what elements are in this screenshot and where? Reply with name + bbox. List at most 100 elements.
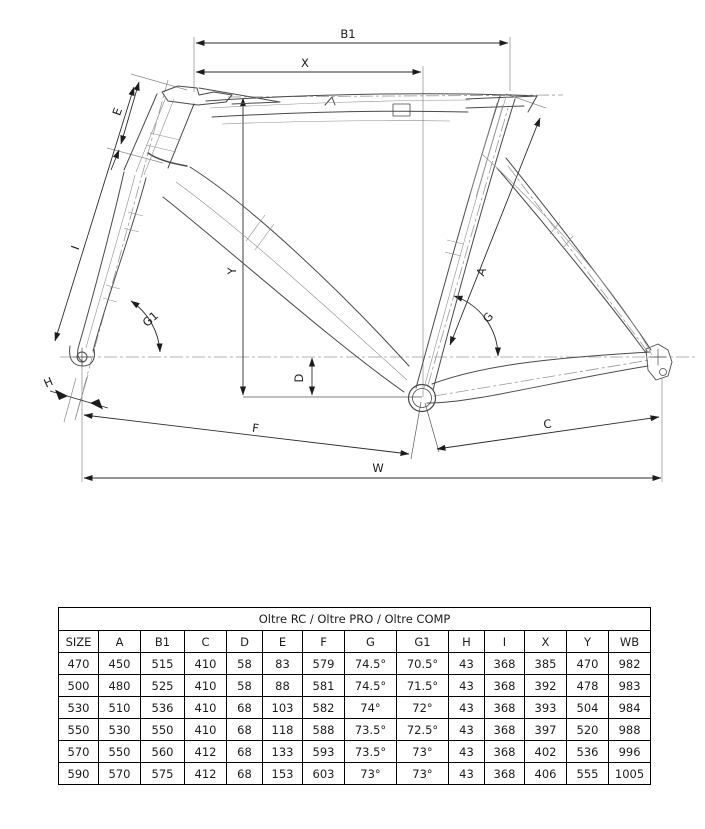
table-cell: 83 [262, 652, 303, 675]
column-header: SIZE [58, 630, 99, 653]
table-cell: 385 [524, 652, 567, 675]
table-cell: 392 [524, 674, 567, 697]
table-cell: 393 [524, 696, 567, 719]
dim-label-h: H [42, 374, 56, 390]
table-cell: 530 [58, 696, 99, 719]
dim-g [453, 295, 501, 357]
table-cell: 593 [302, 740, 345, 763]
dim-i [54, 86, 135, 342]
table-cell: 550 [140, 718, 185, 741]
table-cell: 368 [484, 740, 525, 763]
table-cell: 536 [140, 696, 185, 719]
dim-label-x: X [301, 56, 309, 70]
stem-shape [161, 85, 233, 106]
table-cell: 410 [184, 718, 227, 741]
bottom-bracket [407, 383, 437, 413]
centerlines [60, 79, 698, 421]
column-header: H [448, 630, 485, 653]
table-cell: 71.5° [396, 674, 449, 697]
column-header: A [98, 630, 141, 653]
dimension-labels: B1 X E I Y A D G1 G H F C W [42, 27, 553, 475]
table-cell: 470 [58, 652, 99, 675]
dim-label-c: C [542, 417, 552, 432]
frame-outline [69, 85, 673, 413]
dim-label-g: G [480, 310, 496, 326]
table-cell: 68 [226, 718, 263, 741]
table-cell: 72° [396, 696, 449, 719]
table-cell: 590 [58, 762, 99, 785]
table-cell: 530 [98, 718, 141, 741]
frame-geometry-diagram: B1 X E I Y A D G1 G H F C W [42, 27, 698, 482]
table-cell: 983 [607, 674, 652, 697]
column-header: Y [566, 630, 609, 653]
dim-f [83, 412, 410, 457]
table-cell: 43 [448, 718, 485, 741]
table-cell: 500 [58, 674, 99, 697]
table-cell: 73.5° [344, 718, 397, 741]
table-cell: 988 [607, 718, 652, 741]
table-title: Oltre RC / Oltre PRO / Oltre COMP [57, 607, 652, 631]
table-cell: 73° [396, 740, 449, 763]
table-cell: 68 [226, 696, 263, 719]
table-cell: 368 [484, 652, 525, 675]
table-cell: 504 [566, 696, 609, 719]
table-cell: 480 [98, 674, 141, 697]
column-header: G [344, 630, 397, 653]
table-cell: 74.5° [344, 674, 397, 697]
table-cell: 88 [262, 674, 303, 697]
column-header: C [184, 630, 227, 653]
table-cell: 575 [140, 762, 185, 785]
table-cell: 43 [448, 696, 485, 719]
table-cell: 43 [448, 762, 485, 785]
table-cell: 74.5° [344, 652, 397, 675]
table-cell: 118 [262, 718, 303, 741]
table-cell: 588 [302, 718, 345, 741]
column-header: G1 [396, 630, 449, 653]
table-cell: 550 [58, 718, 99, 741]
table-cell: 579 [302, 652, 345, 675]
table-cell: 525 [140, 674, 185, 697]
column-header: B1 [140, 630, 185, 653]
table-cell: 72.5° [396, 718, 449, 741]
table-cell: 410 [184, 696, 227, 719]
column-header: F [302, 630, 345, 653]
dim-label-w: W [372, 461, 383, 475]
rear-dropout [645, 343, 673, 381]
table-cell: 570 [98, 762, 141, 785]
column-header: X [524, 630, 567, 653]
table-cell: 133 [262, 740, 303, 763]
table-cell: 43 [448, 740, 485, 763]
table-cell: 412 [184, 740, 227, 763]
dim-label-y: Y [225, 267, 239, 276]
dim-label-i: I [68, 244, 82, 252]
table-cell: 555 [566, 762, 609, 785]
table-cell: 582 [302, 696, 345, 719]
table-cell: 478 [566, 674, 609, 697]
table-cell: 450 [98, 652, 141, 675]
table-cell: 58 [226, 674, 263, 697]
table-cell: 581 [302, 674, 345, 697]
table-cell: 70.5° [396, 652, 449, 675]
dim-e2 [110, 149, 120, 171]
dim-label-b1: B1 [340, 27, 355, 41]
table-cell: 410 [184, 652, 227, 675]
table-cell: 74° [344, 696, 397, 719]
extension-lines [63, 37, 663, 482]
table-cell: 570 [58, 740, 99, 763]
table-cell: 1005 [607, 762, 652, 785]
table-cell: 397 [524, 718, 567, 741]
table-cell: 73° [344, 762, 397, 785]
table-cell: 510 [98, 696, 141, 719]
table-cell: 68 [226, 740, 263, 763]
table-cell: 368 [484, 674, 525, 697]
table-cell: 984 [607, 696, 652, 719]
dim-label-f: F [251, 421, 259, 436]
table-cell: 103 [262, 696, 303, 719]
dim-g1 [130, 300, 163, 353]
